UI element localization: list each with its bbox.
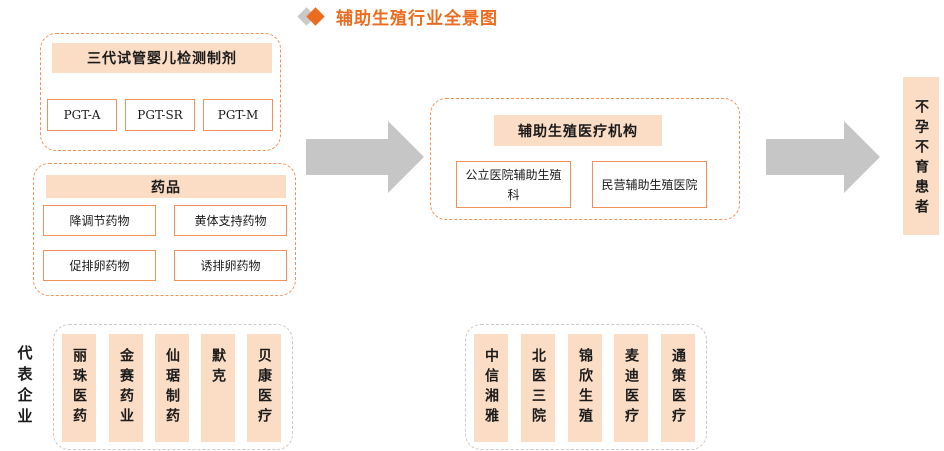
pgt-m-box: PGT-M bbox=[203, 99, 273, 131]
company-name: 默克 bbox=[210, 348, 226, 388]
private-hospital-box: 民营辅助生殖医院 bbox=[592, 161, 707, 208]
medical-institution-header: 辅助生殖医疗机构 bbox=[494, 115, 662, 146]
genetic-test-group bbox=[40, 33, 281, 151]
company-card: 丽珠医药 bbox=[62, 334, 96, 442]
drug-item-ovulation-promotion: 促排卵药物 bbox=[43, 250, 156, 281]
patients-label: 不孕不育患者 bbox=[903, 77, 939, 235]
genetic-test-header: 三代试管婴儿检测制剂 bbox=[52, 43, 272, 73]
company-card: 北医三院 bbox=[521, 334, 555, 442]
companies-label-text: 代表企业 bbox=[15, 345, 34, 429]
company-card: 默克 bbox=[201, 334, 235, 442]
flow-arrow-1-icon bbox=[306, 121, 424, 193]
company-card: 金赛药业 bbox=[109, 334, 143, 442]
public-hospital-box: 公立医院辅助生殖科 bbox=[456, 161, 571, 208]
pgt-a-box: PGT-A bbox=[47, 99, 117, 131]
company-name: 北医三院 bbox=[530, 348, 546, 428]
company-card: 仙琚制药 bbox=[155, 334, 189, 442]
drug-item-ovulation-induction: 诱排卵药物 bbox=[174, 250, 287, 281]
company-name: 金赛药业 bbox=[118, 348, 134, 428]
left-companies-group bbox=[53, 324, 293, 450]
company-name: 贝康医疗 bbox=[256, 348, 272, 428]
diagram-title: 辅助生殖行业全景图 bbox=[336, 8, 498, 29]
company-card: 中信湘雅 bbox=[474, 334, 508, 442]
company-name: 仙琚制药 bbox=[164, 348, 180, 428]
drugs-group bbox=[33, 163, 296, 296]
company-name: 中信湘雅 bbox=[483, 348, 499, 428]
company-name: 通策医疗 bbox=[670, 348, 686, 428]
patients-label-text: 不孕不育患者 bbox=[913, 99, 929, 219]
middle-companies-group bbox=[465, 324, 707, 450]
title-bar: 辅助生殖行业全景图 bbox=[297, 4, 498, 29]
flow-arrow-2-icon bbox=[766, 121, 880, 193]
pgt-sr-box: PGT-SR bbox=[125, 99, 195, 131]
company-card: 通策医疗 bbox=[661, 334, 695, 442]
drugs-header: 药品 bbox=[46, 175, 286, 198]
company-name: 锦欣生殖 bbox=[577, 348, 593, 428]
medical-institution-group bbox=[430, 98, 740, 220]
drug-item-luteal-support: 黄体支持药物 bbox=[174, 205, 287, 236]
company-card: 麦迪医疗 bbox=[614, 334, 648, 442]
companies-label: 代表企业 bbox=[12, 345, 38, 435]
company-name: 麦迪医疗 bbox=[623, 348, 639, 428]
company-card: 贝康医疗 bbox=[247, 334, 281, 442]
drug-item-downregulation: 降调节药物 bbox=[43, 205, 156, 236]
company-name: 丽珠医药 bbox=[71, 348, 87, 428]
company-card: 锦欣生殖 bbox=[568, 334, 602, 442]
